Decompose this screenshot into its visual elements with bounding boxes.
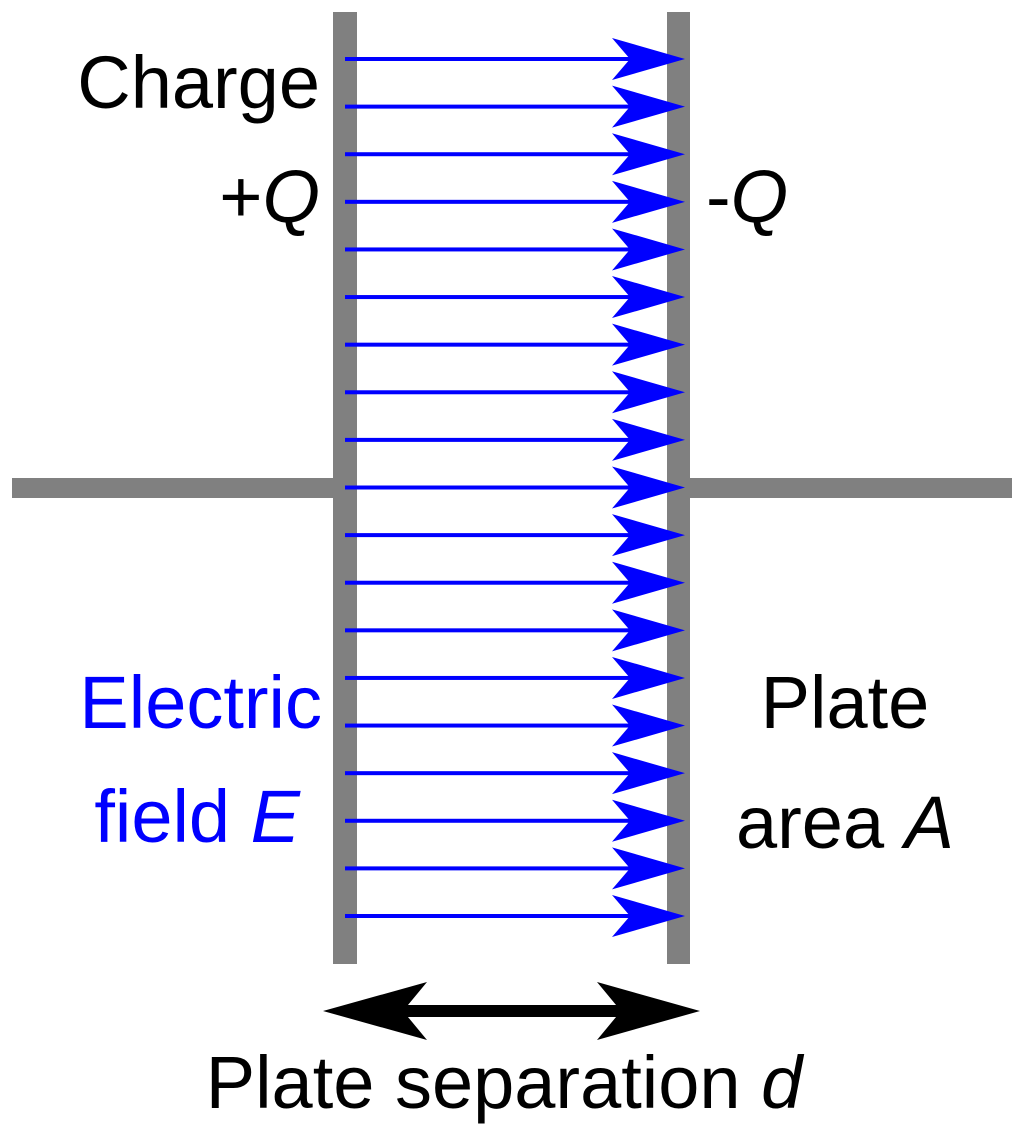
field-line	[345, 342, 635, 347]
field-arrowhead	[612, 895, 685, 937]
field-line-arrow	[345, 418, 685, 461]
field-line-arrow	[345, 895, 685, 937]
field-arrowhead	[612, 609, 685, 652]
field-arrowhead	[612, 847, 685, 890]
separation-label: Plate separation d	[206, 1041, 805, 1124]
wire-left	[12, 478, 345, 498]
field-line	[345, 914, 635, 918]
separation-double-arrow	[323, 982, 700, 1040]
field-arrowhead	[612, 561, 685, 604]
field-line	[345, 485, 635, 490]
field-arrowhead	[612, 418, 685, 461]
field-line	[345, 818, 635, 823]
field-arrowhead	[612, 323, 685, 366]
electric-label: Electric	[79, 661, 322, 744]
field-line	[345, 533, 635, 538]
field-arrowhead	[612, 371, 685, 414]
field-arrowhead	[612, 228, 685, 271]
negative-charge-label: -Q	[706, 155, 788, 238]
field-line-arrow	[345, 371, 685, 414]
wire-right	[680, 478, 1012, 498]
field-line-arrow	[345, 561, 685, 604]
arrowhead-right	[597, 982, 700, 1040]
field-line-arrow	[345, 656, 685, 699]
plate-label: Plate	[761, 661, 930, 744]
field-line-arrow	[345, 85, 685, 128]
field-arrowhead	[612, 85, 685, 128]
field-label: field E	[94, 775, 301, 858]
field-line-arrow	[345, 276, 685, 319]
field-line-arrow	[345, 799, 685, 842]
field-line-arrow	[345, 514, 685, 557]
field-line	[345, 628, 635, 633]
charge-label: Charge	[77, 41, 320, 124]
field-arrowhead	[612, 38, 685, 80]
field-line-arrow	[345, 38, 685, 80]
field-line	[345, 152, 635, 157]
field-arrowhead	[612, 799, 685, 842]
field-line-arrow	[345, 228, 685, 271]
field-line	[345, 723, 635, 728]
field-line	[345, 295, 635, 300]
field-arrowhead	[612, 656, 685, 699]
positive-charge-label: +Q	[219, 155, 320, 238]
field-line-arrow	[345, 133, 685, 176]
field-line-arrow	[345, 847, 685, 890]
area-label: area A	[736, 781, 954, 864]
field-line-arrow	[345, 752, 685, 795]
field-line	[345, 57, 635, 61]
field-arrowhead	[612, 704, 685, 747]
field-arrowhead	[612, 180, 685, 223]
field-arrowhead	[612, 466, 685, 509]
field-line	[345, 247, 635, 252]
field-line	[345, 390, 635, 395]
field-arrowhead	[612, 276, 685, 319]
field-line-arrow	[345, 466, 685, 509]
field-line-arrow	[345, 704, 685, 747]
field-line	[345, 104, 635, 109]
field-arrowhead	[612, 133, 685, 176]
field-arrowhead	[612, 752, 685, 795]
electric-field-lines	[345, 38, 685, 937]
field-line	[345, 580, 635, 585]
field-line	[345, 675, 635, 680]
field-line	[345, 199, 635, 204]
field-line-arrow	[345, 323, 685, 366]
field-line	[345, 771, 635, 776]
field-line-arrow	[345, 180, 685, 223]
field-arrowhead	[612, 514, 685, 557]
arrowhead-left	[323, 982, 427, 1040]
field-line	[345, 437, 635, 442]
field-line-arrow	[345, 609, 685, 652]
field-line	[345, 866, 635, 871]
